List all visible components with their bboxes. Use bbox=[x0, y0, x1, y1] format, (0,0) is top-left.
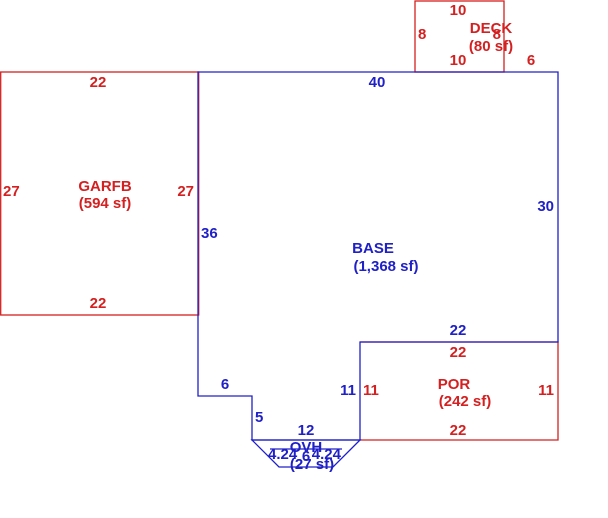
por-dim-bottom: 22 bbox=[450, 422, 467, 439]
base-dim-step-down: 5 bbox=[255, 409, 263, 426]
por-name: POR bbox=[438, 376, 471, 393]
deck-dim-right: 8 bbox=[493, 26, 501, 43]
deck-area: (80 sf) bbox=[469, 38, 513, 55]
base-dim-bottom: 12 bbox=[298, 422, 315, 439]
garfb-dim-bottom: 22 bbox=[90, 295, 107, 312]
base-area: (1,368 sf) bbox=[353, 258, 418, 275]
base-name: BASE bbox=[352, 240, 394, 257]
base-dim-inner-horizontal: 22 bbox=[450, 322, 467, 339]
garfb-outline bbox=[0, 71, 200, 316]
garfb-area: (594 sf) bbox=[79, 195, 132, 212]
base-dim-left: 36 bbox=[201, 225, 218, 242]
garfb-dim-top: 22 bbox=[90, 74, 107, 91]
deck-dim-top: 10 bbox=[450, 2, 467, 19]
base-dim-top: 40 bbox=[369, 74, 386, 91]
garfb-dim-left: 27 bbox=[3, 183, 20, 200]
ovh-outline bbox=[250, 439, 362, 468]
deck-dim-left: 8 bbox=[418, 26, 426, 43]
deck-dim-offset: 6 bbox=[527, 52, 535, 69]
deck-name: DECK bbox=[470, 20, 513, 37]
por-area: (242 sf) bbox=[439, 393, 492, 410]
ovh-dim-left: 4.24 bbox=[268, 446, 298, 463]
garfb-name: GARFB bbox=[78, 178, 131, 195]
ovh-name: OVH bbox=[290, 439, 323, 456]
por-dim-left: 11 bbox=[363, 382, 379, 399]
garfb-dim-right: 27 bbox=[177, 183, 194, 200]
ovh-area: (27 sf) bbox=[290, 456, 334, 473]
deck-dim-bottom: 10 bbox=[450, 52, 467, 69]
ovh-dim-mid: 6 bbox=[302, 448, 310, 465]
ovh-dim-right: 4.24 bbox=[312, 446, 342, 463]
base-dim-inner-vertical: 11 bbox=[340, 382, 356, 399]
base-dim-right: 30 bbox=[537, 198, 554, 215]
base-dim-step-left: 6 bbox=[221, 376, 229, 393]
por-dim-top: 22 bbox=[450, 344, 467, 361]
por-dim-right: 11 bbox=[538, 382, 554, 399]
